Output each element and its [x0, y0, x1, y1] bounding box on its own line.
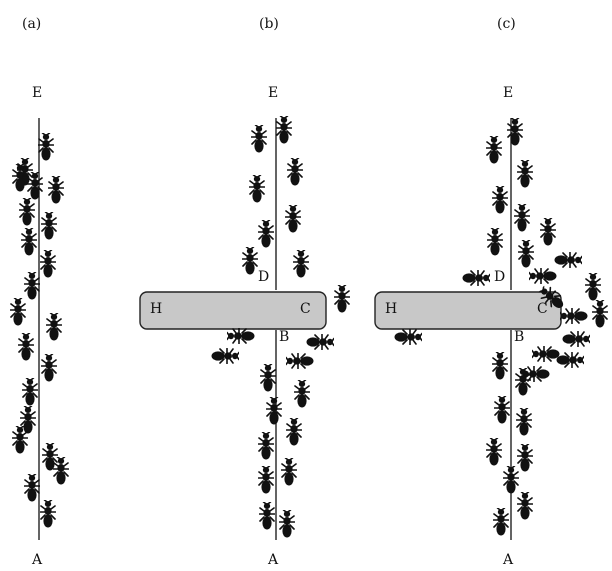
- ant-icon: [286, 353, 314, 369]
- ant-icon: [306, 334, 334, 350]
- ant-icon: [40, 500, 56, 528]
- ant-icon: [507, 118, 523, 146]
- ant-icon: [211, 348, 239, 364]
- ant-icon: [516, 408, 532, 436]
- ant-icon: [258, 466, 274, 494]
- ant-icon: [41, 354, 57, 382]
- ant-icon: [18, 333, 34, 361]
- ant-icon: [492, 352, 508, 380]
- ant-icon: [279, 510, 295, 538]
- ant-icon: [492, 186, 508, 214]
- panel-label-b: (b): [259, 16, 279, 32]
- ant-icon: [486, 136, 502, 164]
- ant-icon: [493, 508, 509, 536]
- ant-icon: [394, 329, 422, 345]
- point-label-a: A: [503, 552, 514, 568]
- point-label-b: B: [279, 329, 290, 345]
- ant-icon: [592, 300, 608, 328]
- point-label-e: E: [503, 85, 514, 101]
- ant-icon: [503, 466, 519, 494]
- ant-icon: [487, 228, 503, 256]
- ant-icon: [287, 158, 303, 186]
- bar-label-c: C: [537, 301, 548, 317]
- ant-icon: [259, 502, 275, 530]
- ant-icon: [334, 285, 350, 313]
- point-label-a: A: [268, 552, 279, 568]
- bar-label-h: H: [385, 301, 398, 317]
- ant-icon: [585, 273, 601, 301]
- ant-icon: [19, 198, 35, 226]
- ant-icon: [21, 228, 37, 256]
- ant-icon: [22, 378, 38, 406]
- panel-label-a: (a): [22, 16, 42, 32]
- point-label-e: E: [32, 85, 43, 101]
- ant-icon: [514, 204, 530, 232]
- ant-icon: [517, 492, 533, 520]
- bar-label-h: H: [150, 301, 163, 317]
- point-label-d: D: [494, 269, 506, 285]
- ant-icon: [10, 298, 26, 326]
- ant-icon: [529, 268, 557, 284]
- bar-label-c: C: [300, 301, 311, 317]
- ant-icon: [532, 346, 560, 362]
- ant-icon: [258, 220, 274, 248]
- ant-icon: [251, 125, 267, 153]
- ant-icon: [556, 352, 584, 368]
- ant-icon: [286, 418, 302, 446]
- panel-b: [139, 116, 350, 540]
- point-label-b: B: [514, 329, 525, 345]
- ant-icon: [266, 397, 282, 425]
- ant-icon: [276, 116, 292, 144]
- ant-icon: [486, 438, 502, 466]
- ant-icon: [48, 176, 64, 204]
- ant-icon: [27, 172, 43, 200]
- ant-icon: [554, 252, 582, 268]
- obstacle-bar: [374, 291, 562, 330]
- ant-icon: [517, 160, 533, 188]
- ant-icon: [46, 313, 62, 341]
- ant-icon: [260, 364, 276, 392]
- ant-icon: [24, 474, 40, 502]
- ant-icon: [242, 247, 258, 275]
- ant-icon: [562, 331, 590, 347]
- ant-icon: [293, 250, 309, 278]
- point-label-e: E: [268, 85, 279, 101]
- ant-icon: [24, 272, 40, 300]
- ant-icon: [281, 458, 297, 486]
- ant-icon: [285, 205, 301, 233]
- ant-icon: [38, 133, 54, 161]
- ant-icon: [518, 240, 534, 268]
- ant-icon: [517, 444, 533, 472]
- ant-icon: [294, 380, 310, 408]
- ant-icon: [560, 308, 588, 324]
- panel-label-c: (c): [497, 16, 516, 32]
- ant-icon: [462, 270, 490, 286]
- point-label-d: D: [258, 269, 270, 285]
- ant-icon: [540, 218, 556, 246]
- ant-icon: [258, 432, 274, 460]
- ant-icon: [42, 443, 58, 471]
- panel-c: [374, 118, 608, 540]
- ant-icon: [249, 175, 265, 203]
- ant-icon: [227, 328, 255, 344]
- ant-icon: [40, 250, 56, 278]
- ant-icon: [494, 396, 510, 424]
- obstacle-bar: [139, 291, 327, 330]
- panel-a: [10, 118, 69, 540]
- point-label-a: A: [32, 552, 43, 568]
- ant-icon: [41, 212, 57, 240]
